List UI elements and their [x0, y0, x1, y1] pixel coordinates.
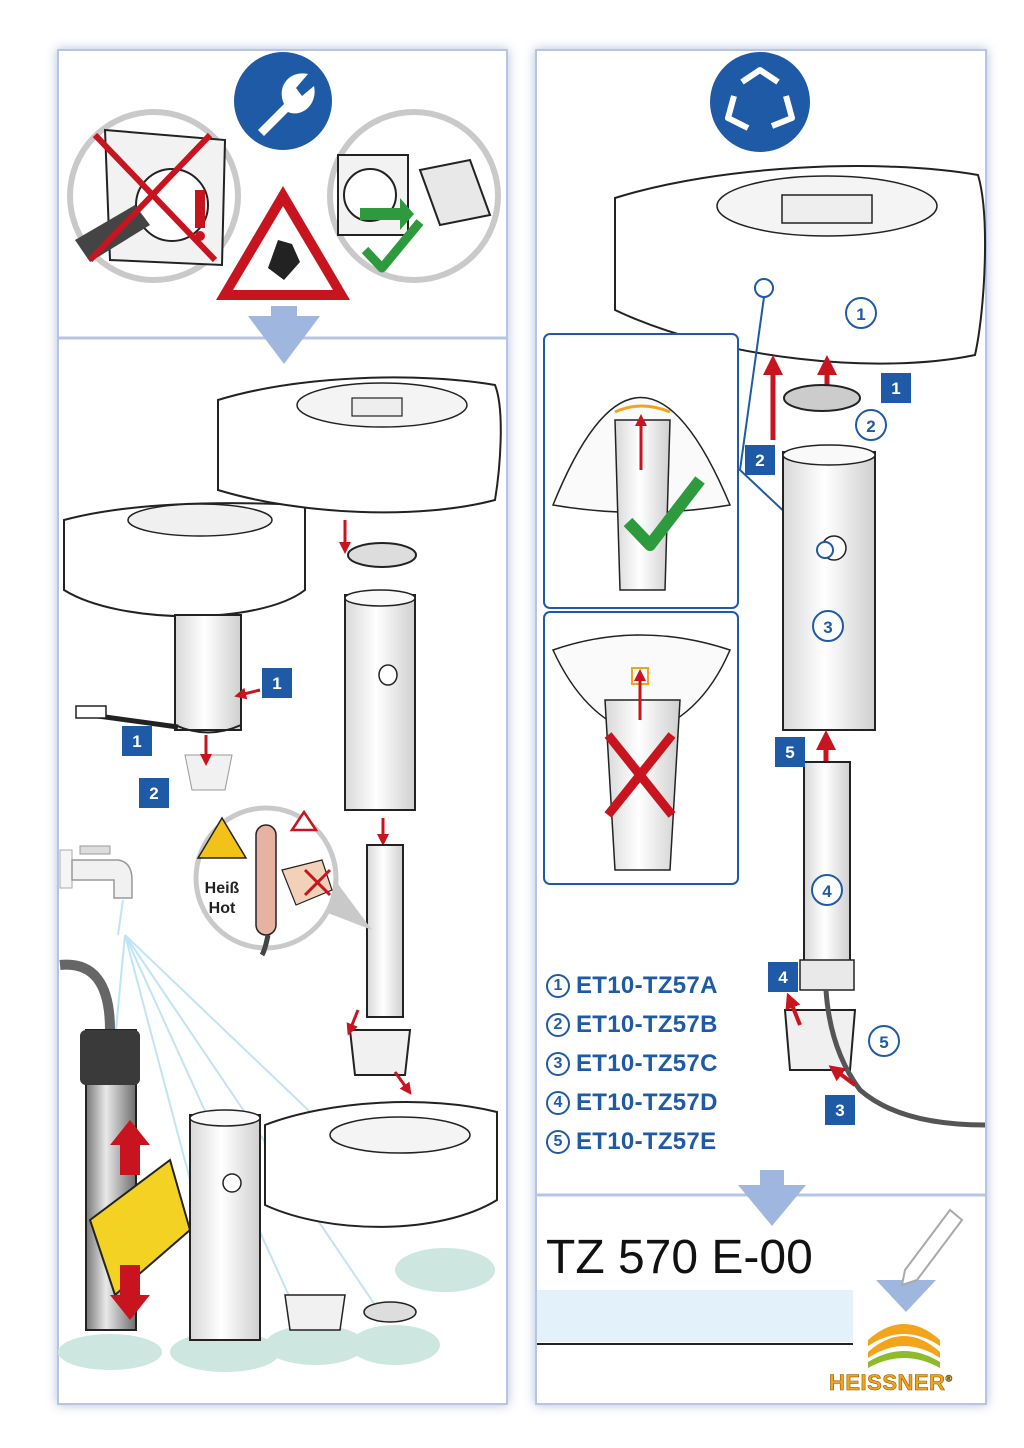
svg-text:2: 2: [866, 417, 875, 436]
heissner-logo-mark: [868, 1324, 940, 1368]
svg-text:2: 2: [149, 784, 158, 803]
part-callout: 3: [812, 610, 844, 642]
part-callout: 4: [811, 874, 843, 906]
svg-text:1: 1: [891, 379, 900, 398]
svg-text:2: 2: [755, 451, 764, 470]
step-badge: 1: [122, 726, 152, 756]
warning-triangle-icon: [216, 186, 350, 300]
svg-text:1: 1: [132, 732, 141, 751]
step-down-arrow: [738, 1185, 806, 1226]
svg-text:3: 3: [823, 618, 832, 637]
washed-parts: [58, 1101, 498, 1372]
tube-part-3: [763, 355, 876, 731]
step-badge: 5: [775, 737, 805, 767]
hot-warning-callout: Heiß Hot: [193, 805, 372, 957]
tube-part-4: [783, 730, 986, 1128]
step-badge: 1: [262, 668, 292, 698]
plug-ok-icon: [327, 109, 501, 283]
hot-label-en: Hot: [209, 900, 236, 917]
no-unplug-icon: [67, 109, 241, 283]
part-callout: 1: [845, 297, 877, 329]
inset-wrong: [543, 611, 739, 885]
step-badge: 3: [825, 1095, 855, 1125]
step-badge: 2: [745, 445, 775, 475]
brand-logo: HEISSNER®: [829, 1370, 953, 1396]
inset-correct: [543, 333, 739, 609]
svg-text:1: 1: [272, 674, 281, 693]
step-badge: 1: [881, 373, 911, 403]
cross-icon: [604, 732, 676, 818]
recycle-icon: [710, 52, 810, 152]
lamp-assembly-left: [63, 502, 306, 791]
heater-cleaning: [59, 959, 192, 1331]
step-down-arrow: [248, 316, 320, 364]
cover-part-1: [614, 165, 987, 365]
svg-text:4: 4: [778, 968, 788, 987]
signature-line: [537, 1343, 853, 1345]
svg-text:5: 5: [785, 743, 794, 762]
checkmark-icon: [623, 476, 705, 551]
model-number: TZ 570 E-00: [546, 1231, 813, 1284]
step-badge: 2: [139, 778, 169, 808]
part-callout: 5: [868, 1025, 900, 1057]
step-badge: 4: [768, 962, 798, 992]
svg-text:3: 3: [835, 1101, 844, 1120]
wrench-icon: [234, 52, 332, 150]
faucet-icon: [59, 845, 133, 899]
owner-name-field[interactable]: [537, 1290, 853, 1342]
hot-label-de: Heiß: [205, 880, 240, 897]
part-callout: 2: [855, 409, 887, 441]
lamp-exploded-left: [217, 376, 502, 1095]
svg-text:5: 5: [879, 1033, 888, 1052]
svg-text:1: 1: [856, 305, 865, 324]
svg-text:4: 4: [822, 882, 832, 901]
pencil-icon: [900, 1208, 964, 1287]
